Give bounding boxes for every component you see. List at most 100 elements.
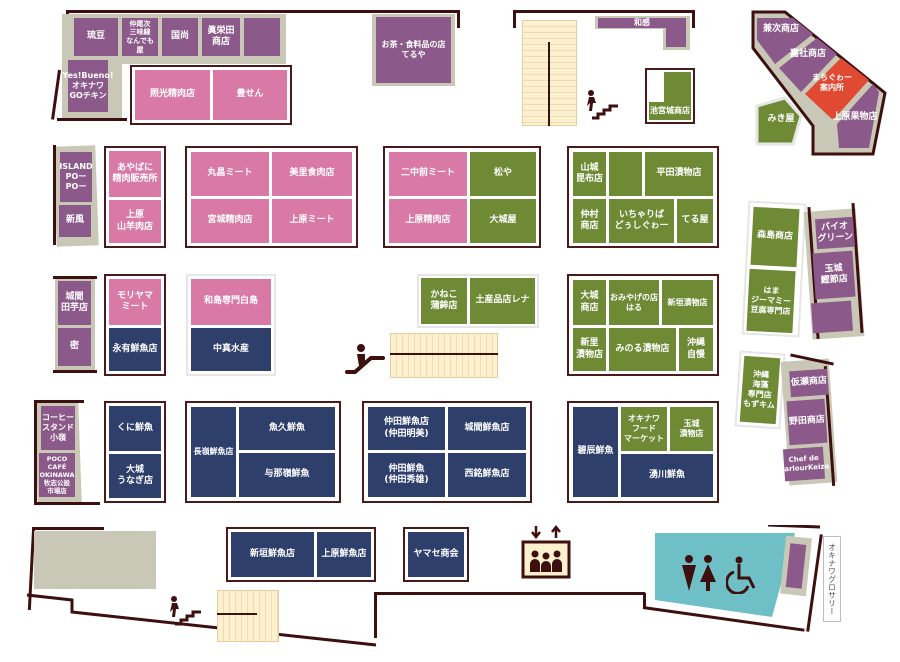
shop[interactable]: 上原ミート <box>272 199 352 243</box>
shop[interactable]: 森島商店 <box>750 206 800 268</box>
corridor-area <box>34 531 156 589</box>
shop[interactable]: 城間鮮魚店 <box>448 407 526 450</box>
shop[interactable]: 仲尾次 三味線 なんでも屋 <box>122 18 158 56</box>
shop[interactable]: みのる漬物店 <box>609 328 676 371</box>
shop[interactable]: 仲田鮮魚 (仲田秀雄) <box>368 453 445 497</box>
shop[interactable]: 和島専門白島 <box>191 279 271 325</box>
shop[interactable]: 沖縄 自慢 <box>679 328 713 371</box>
wall <box>692 10 695 28</box>
wall <box>51 69 61 120</box>
shop[interactable]: ISLAND POー POー <box>59 152 93 202</box>
shop[interactable]: 琉豆 <box>74 18 118 56</box>
wall <box>66 10 460 13</box>
shop[interactable]: 国尚 <box>162 18 198 56</box>
wall <box>36 400 84 403</box>
stair-rail <box>217 613 257 615</box>
escalator-rail <box>390 353 498 355</box>
shop[interactable]: 土産品店レナ <box>470 278 535 324</box>
shop[interactable]: 湧川鮮魚 <box>621 454 713 497</box>
stair-rail <box>548 42 550 126</box>
shop[interactable]: くに鮮魚 <box>109 406 161 451</box>
shop[interactable]: Chef de ParlourKeizo <box>779 446 830 482</box>
shop[interactable]: 永有鮮魚店 <box>109 328 161 371</box>
shop[interactable]: 和感 <box>598 18 686 28</box>
elevator-icon[interactable] <box>520 524 572 580</box>
shop[interactable]: 大城 商店 <box>573 280 606 325</box>
shop[interactable]: 仮瀬商店 <box>789 368 829 398</box>
shop[interactable] <box>811 300 853 334</box>
shop[interactable]: 玉城 鰹節店 <box>812 250 856 300</box>
shop[interactable]: いちゃりば どぅしぐゎー <box>609 199 674 243</box>
shop[interactable]: 山城 昆布店 <box>573 152 606 196</box>
wall <box>53 276 97 279</box>
shop[interactable]: 魚久鮮魚 <box>239 407 335 450</box>
shop[interactable]: 与那嶺鮮魚 <box>239 453 335 497</box>
shop[interactable]: 上原 山羊肉店 <box>109 200 161 243</box>
shop[interactable]: 新里 漬物店 <box>573 328 606 371</box>
wall <box>457 10 460 28</box>
shop[interactable]: Yes!Bueno! オキナワ GOチキン <box>63 60 113 112</box>
corner-cluster <box>751 10 887 156</box>
shop[interactable]: あやばに 精肉販売所 <box>109 151 161 197</box>
shop[interactable]: 沖縄 海藻 専門店 もずキム <box>739 355 781 425</box>
wall <box>34 400 37 504</box>
shop[interactable]: 碧辰鮮魚 <box>573 407 618 497</box>
wall <box>34 502 100 505</box>
wall <box>374 592 377 638</box>
shop[interactable]: オキナワ フード マーケット <box>621 407 667 451</box>
shop[interactable]: 仲田鮮魚店 (仲田明美) <box>368 407 445 450</box>
shop[interactable]: 野田商店 <box>786 398 828 446</box>
shop[interactable]: 新垣鮮魚店 <box>231 532 314 577</box>
shop-extension <box>666 27 686 47</box>
wall <box>513 10 695 13</box>
shop[interactable]: かねこ 蒲鉾店 <box>421 278 467 324</box>
shop[interactable]: 大城屋 <box>470 199 536 243</box>
shop[interactable]: 兼次商店 <box>762 24 799 35</box>
shop[interactable]: 平田漬物店 <box>645 152 713 196</box>
shop[interactable]: 長嶺鮮魚店 <box>191 407 236 497</box>
shop[interactable]: 西銘鮮魚店 <box>448 453 526 497</box>
shop[interactable]: 上原精肉店 <box>389 199 467 243</box>
shop[interactable]: コーヒー スタンド 小嶺 <box>41 406 75 450</box>
shop[interactable]: おみやげの店 はる <box>609 280 659 325</box>
shop[interactable]: 新垣漬物店 <box>662 280 713 325</box>
shop[interactable]: 中真水産 <box>191 328 271 371</box>
shop[interactable]: 城間 田芋店 <box>58 281 91 325</box>
shop[interactable]: 宮城精肉店 <box>191 199 269 243</box>
shop[interactable]: 眞栄田 商店 <box>202 18 240 56</box>
shop[interactable]: 仲村 商店 <box>573 199 606 243</box>
shop[interactable]: はま ジーマミー 豆腐専門店 <box>746 268 796 334</box>
shop[interactable]: 二中前ミート <box>389 152 467 196</box>
stairs-icon <box>165 594 207 628</box>
shop[interactable]: ヤマセ商会 <box>408 532 464 577</box>
shop[interactable]: 大城 うなぎ店 <box>109 454 161 498</box>
wheelchair-icon[interactable] <box>725 556 760 595</box>
wall <box>57 118 127 121</box>
shop[interactable] <box>609 152 642 196</box>
shop[interactable]: 新風 <box>59 205 91 237</box>
shop[interactable]: 豊せん <box>213 70 287 120</box>
wall <box>53 145 56 245</box>
grocery-label[interactable]: オキナワグロサリー <box>823 536 841 622</box>
shop[interactable]: お茶・食料品の店 てるや <box>376 17 451 83</box>
shop[interactable]: 丸昌ミート <box>191 152 269 196</box>
shop[interactable] <box>244 18 280 56</box>
shop[interactable]: 上原果物店 <box>832 112 878 123</box>
shop[interactable]: みき屋 <box>767 114 795 125</box>
shop[interactable]: 照光精肉店 <box>135 70 210 120</box>
shop[interactable]: バイオ グリーン <box>814 216 856 250</box>
shop[interactable]: 上原鮮魚店 <box>317 532 371 577</box>
shop[interactable]: POCO CAFÉ OKINAWA 牧志公設 市場店 <box>39 453 75 497</box>
wall <box>375 592 645 595</box>
shop[interactable]: 嘉社商店 <box>789 49 826 60</box>
restroom-area <box>655 525 820 617</box>
shop[interactable]: 松や <box>470 152 536 196</box>
shop[interactable]: 美里食肉店 <box>272 152 352 196</box>
restroom-icon[interactable] <box>680 555 720 593</box>
shop[interactable]: モリヤマ ミート <box>109 279 161 325</box>
shop[interactable]: 玉城 漬物店 <box>670 407 713 451</box>
shop[interactable]: 池宮城商店 <box>649 102 691 120</box>
shop[interactable]: 密 <box>58 328 91 366</box>
shop[interactable]: まちぐゎー 案内所 <box>812 73 852 92</box>
shop[interactable]: てる屋 <box>677 199 713 243</box>
